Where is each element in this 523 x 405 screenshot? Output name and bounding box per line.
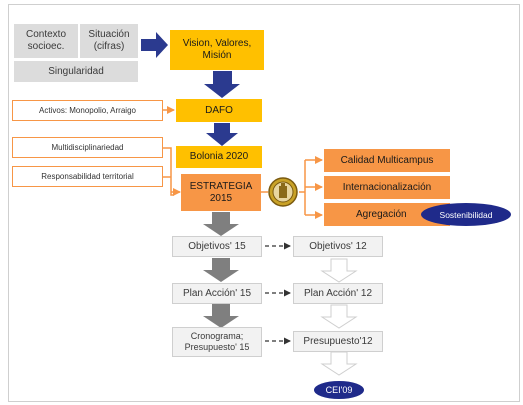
situation-line2: (cifras)	[93, 41, 125, 52]
vision-line1: Vision, Valores,	[182, 38, 252, 50]
quality-label: Calidad Multicampus	[340, 154, 434, 166]
objectives15-label: Objetivos' 15	[188, 240, 246, 252]
dafo-label: DAFO	[205, 104, 233, 116]
territorial-box: Responsabilidad territorial	[12, 166, 163, 187]
budget12-label: Presupuesto'12	[303, 335, 373, 347]
context-box: Contexto socioec.	[14, 24, 78, 58]
singularity-box: Singularidad	[14, 61, 138, 82]
plan15-label: Plan Acción' 15	[182, 287, 252, 299]
sustainability-oval: Sostenibilidad	[421, 203, 511, 226]
situation-line1: Situación	[88, 29, 130, 41]
vision-line2: Misión	[202, 50, 232, 61]
aggregation-label: Agregación	[356, 208, 407, 220]
sustainability-label: Sostenibilidad	[439, 209, 493, 220]
arrow-vision-to-dafo	[204, 71, 240, 98]
connector-multi-to-strategy	[163, 147, 174, 196]
arrow-plan12-to-budget12	[320, 304, 358, 329]
singularity-label: Singularidad	[48, 65, 104, 77]
assets-label: Activos: Monopolio, Arraigo	[39, 105, 136, 115]
arrow-budget12-to-cei	[320, 351, 358, 376]
cei-oval: CEI'09	[314, 381, 364, 399]
aggregation-box: Agregación	[324, 203, 450, 226]
quality-box: Calidad Multicampus	[324, 149, 450, 172]
schedule-line1: Cronograma;	[190, 331, 244, 342]
schedule-line2: Presupuesto' 15	[184, 342, 250, 352]
strategy-line2: 2015	[209, 192, 233, 204]
plan12-box: Plan Acción' 12	[293, 283, 383, 304]
arrow-context-to-vision	[141, 32, 168, 58]
multidisciplinarity-label: Multidisciplinariedad	[51, 142, 124, 152]
bolonia-label: Bolonia 2020	[189, 151, 249, 163]
budget12-box: Presupuesto'12	[293, 331, 383, 352]
objectives15-box: Objetivos' 15	[172, 236, 262, 257]
assets-box: Activos: Monopolio, Arraigo	[12, 100, 163, 121]
cei-label: CEI'09	[325, 385, 353, 395]
strategy-line1: ESTRATEGIA	[189, 180, 253, 192]
slide-frame	[8, 4, 520, 402]
arrow-dafo-to-bolonia	[206, 123, 238, 146]
university-seal-icon	[268, 177, 298, 207]
plan12-label: Plan Acción' 12	[303, 287, 373, 299]
arrow-strategy-to-objectives15	[203, 212, 239, 236]
international-label: Internacionalización	[342, 181, 432, 193]
dafo-box: DAFO	[176, 99, 262, 122]
bolonia-box: Bolonia 2020	[176, 146, 262, 168]
vision-box: Vision, Valores, Misión	[170, 30, 264, 70]
arrow-plan15-to-schedule	[203, 304, 239, 328]
arrow-objectives15-to-plan15	[203, 258, 239, 282]
context-line1: Contexto	[25, 29, 67, 41]
objectives12-box: Objetivos' 12	[293, 236, 383, 257]
plan15-box: Plan Acción' 15	[172, 283, 262, 304]
context-line2: socioec.	[27, 41, 65, 52]
international-box: Internacionalización	[324, 176, 450, 199]
objectives12-label: Objetivos' 12	[309, 240, 367, 252]
strategy-box: ESTRATEGIA 2015	[181, 174, 261, 211]
arrow-objectives12-to-plan12	[320, 258, 358, 283]
schedule-box: Cronograma; Presupuesto' 15	[172, 327, 262, 357]
bracket-right	[299, 160, 306, 215]
situation-box: Situación (cifras)	[80, 24, 138, 58]
territorial-label: Responsabilidad territorial	[41, 171, 134, 181]
multidisciplinarity-box: Multidisciplinariedad	[12, 137, 163, 158]
